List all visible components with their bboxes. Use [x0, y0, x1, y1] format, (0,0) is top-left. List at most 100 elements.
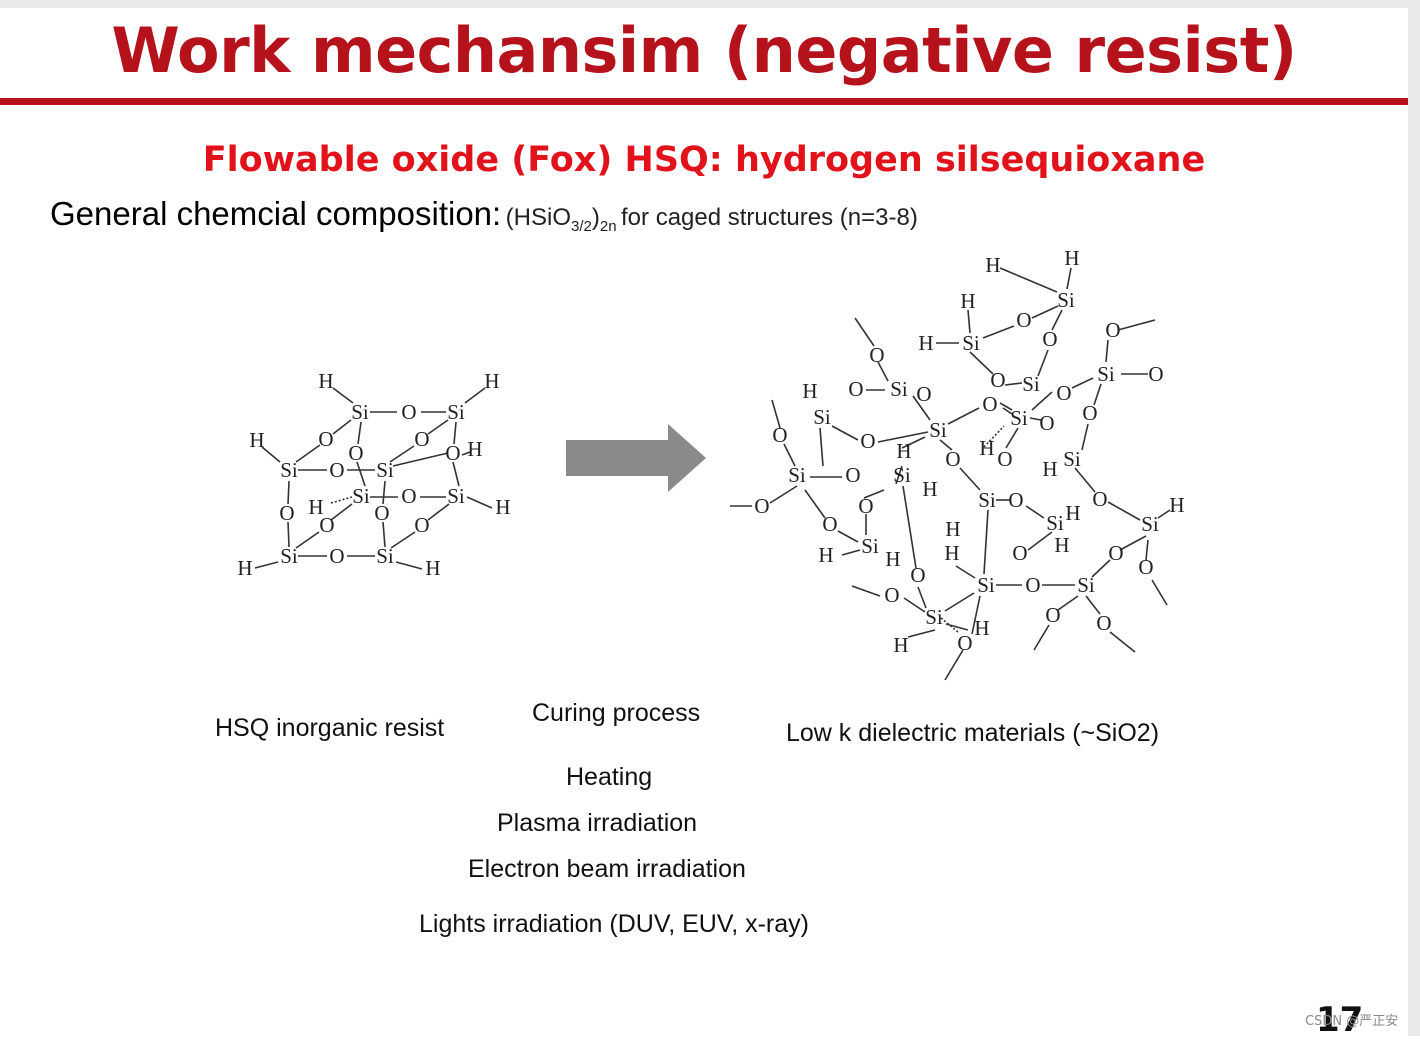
svg-text:H: H — [893, 633, 908, 657]
svg-text:O: O — [1108, 541, 1123, 565]
slide-title: Work mechansim (negative resist) — [111, 14, 1297, 87]
svg-text:Si: Si — [893, 463, 911, 487]
svg-text:O: O — [374, 501, 389, 525]
svg-text:O: O — [1039, 411, 1054, 435]
svg-text:O: O — [329, 458, 344, 482]
formula-sub2: 2n — [599, 217, 617, 235]
process-left-label: HSQ inorganic resist — [215, 714, 445, 742]
svg-text:Si: Si — [1063, 447, 1081, 471]
svg-text:O: O — [1092, 487, 1107, 511]
svg-text:O: O — [445, 441, 460, 465]
svg-text:Si: Si — [280, 458, 298, 482]
svg-text:Si: Si — [1141, 512, 1159, 536]
svg-text:H: H — [985, 253, 1000, 277]
svg-text:O: O — [916, 382, 931, 406]
composition-formula: (HSiO3/2)2n — [505, 204, 617, 235]
process-right-label: Low k dielectric materials (~SiO2) — [786, 719, 1160, 747]
svg-text:Si: Si — [1010, 406, 1028, 430]
svg-text:O: O — [319, 513, 334, 537]
svg-text:O: O — [414, 427, 429, 451]
transformation-arrow — [566, 424, 706, 492]
svg-text:H: H — [467, 437, 482, 461]
svg-text:Si: Si — [962, 331, 980, 355]
svg-text:Si: Si — [925, 605, 943, 629]
svg-text:Si: Si — [1022, 372, 1040, 396]
svg-text:O: O — [848, 377, 863, 401]
formula-main: (HSiO — [505, 204, 572, 231]
svg-text:H: H — [918, 331, 933, 355]
svg-text:O: O — [329, 544, 344, 568]
curing-process-label: Curing process — [532, 699, 701, 727]
svg-text:H: H — [495, 495, 510, 519]
svg-text:Si: Si — [447, 400, 465, 424]
svg-text:O: O — [1148, 362, 1163, 386]
svg-text:O: O — [401, 484, 416, 508]
svg-text:H: H — [308, 495, 323, 519]
svg-text:O: O — [1012, 541, 1027, 565]
svg-text:Si: Si — [978, 488, 996, 512]
svg-text:O: O — [945, 447, 960, 471]
svg-text:O: O — [982, 392, 997, 416]
svg-text:O: O — [772, 423, 787, 447]
svg-text:O: O — [990, 368, 1005, 392]
svg-text:O: O — [997, 447, 1012, 471]
svg-text:O: O — [754, 494, 769, 518]
svg-text:Si: Si — [280, 544, 298, 568]
svg-text:O: O — [869, 343, 884, 367]
svg-text:Si: Si — [352, 484, 370, 508]
formula-sub1: 3/2 — [571, 217, 592, 235]
svg-text:O: O — [1105, 318, 1120, 342]
svg-text:H: H — [237, 556, 252, 580]
svg-text:O: O — [1025, 573, 1040, 597]
composition-rest: for caged structures (n=3-8) — [621, 204, 918, 231]
svg-text:H: H — [1064, 246, 1079, 270]
svg-text:H: H — [318, 369, 333, 393]
svg-text:H: H — [1054, 533, 1069, 557]
hsq-cage-structure — [254, 387, 493, 570]
svg-text:Si: Si — [813, 405, 831, 429]
svg-text:H: H — [960, 289, 975, 313]
svg-text:H: H — [974, 616, 989, 640]
hsq-network-structure — [730, 267, 1171, 681]
svg-text:O: O — [1056, 381, 1071, 405]
svg-text:H: H — [425, 556, 440, 580]
watermark: CSDN @严正安 — [1305, 1014, 1399, 1029]
svg-text:H: H — [896, 439, 911, 463]
svg-text:H: H — [944, 541, 959, 565]
svg-text:O: O — [348, 441, 363, 465]
svg-text:O: O — [910, 563, 925, 587]
svg-text:Si: Si — [788, 463, 806, 487]
svg-text:Si: Si — [929, 418, 947, 442]
viewer-edge-top — [0, 0, 1420, 8]
svg-text:O: O — [1016, 308, 1031, 332]
method-lights: Lights irradiation (DUV, EUV, x-ray) — [419, 910, 809, 938]
svg-text:H: H — [945, 517, 960, 541]
svg-text:H: H — [1169, 493, 1184, 517]
svg-text:O: O — [1138, 555, 1153, 579]
svg-text:H: H — [1042, 457, 1057, 481]
svg-text:H: H — [802, 379, 817, 403]
svg-text:O: O — [1045, 603, 1060, 627]
svg-text:Si: Si — [861, 534, 879, 558]
svg-text:Si: Si — [1077, 573, 1095, 597]
svg-text:O: O — [860, 429, 875, 453]
page-number: 17 — [1316, 1000, 1364, 1040]
svg-text:Si: Si — [1097, 362, 1115, 386]
svg-text:H: H — [885, 547, 900, 571]
svg-text:Si: Si — [351, 400, 369, 424]
svg-text:Si: Si — [1057, 288, 1075, 312]
svg-text:O: O — [957, 631, 972, 655]
svg-text:H: H — [1065, 501, 1080, 525]
svg-text:O: O — [1096, 611, 1111, 635]
svg-text:H: H — [484, 369, 499, 393]
composition-line: General chemcial composition: (HSiO3/2)2… — [50, 195, 918, 235]
svg-text:Si: Si — [376, 544, 394, 568]
svg-text:O: O — [1082, 401, 1097, 425]
svg-text:O: O — [822, 512, 837, 536]
svg-text:O: O — [1042, 327, 1057, 351]
method-plasma: Plasma irradiation — [497, 809, 698, 837]
